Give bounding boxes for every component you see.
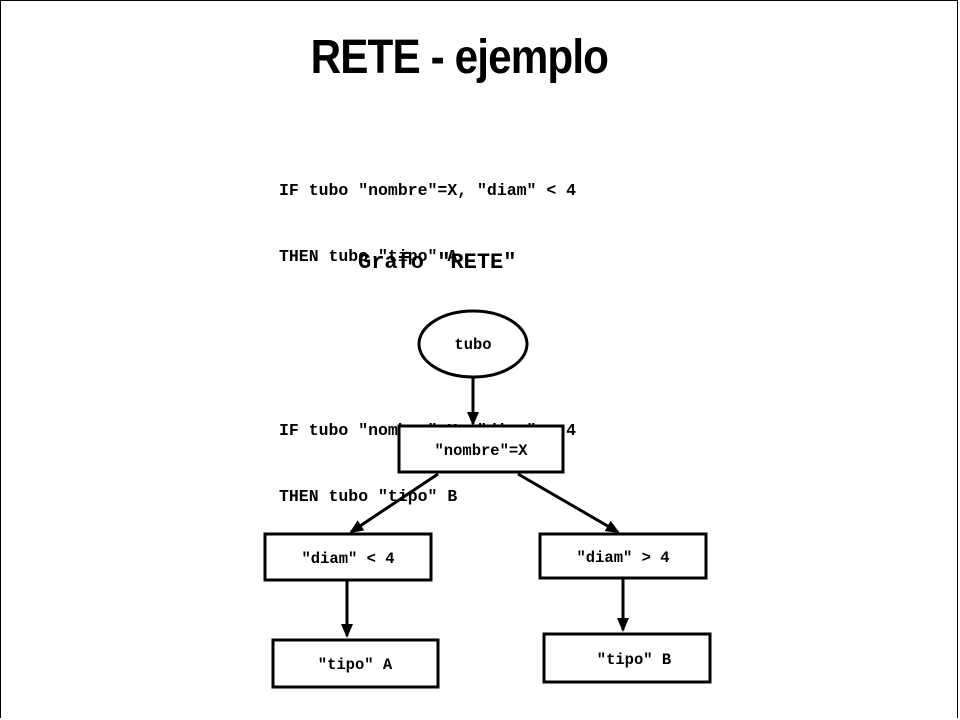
rule-1-then: THEN tubo "tipo" A bbox=[279, 247, 458, 266]
graph-title: Grafo "RETE" bbox=[358, 250, 517, 275]
edge-nombre-diam-lt bbox=[349, 472, 439, 534]
node-nombre-shape bbox=[397, 424, 565, 474]
rule-1-if: IF tubo "nombre"=X, "diam" < 4 bbox=[279, 181, 577, 200]
node-tubo-label: tubo bbox=[454, 336, 491, 354]
node-tipo-a: "tipo" A bbox=[271, 638, 440, 689]
node-tipo-a-shape bbox=[271, 638, 440, 689]
node-nombre-label: "nombre"=X bbox=[434, 442, 528, 460]
node-tipo-b-shape bbox=[542, 632, 712, 684]
node-diam-gt-label: "diam" > 4 bbox=[576, 549, 669, 567]
node-diam-gt-shape bbox=[538, 532, 708, 580]
node-tipo-b: "tipo" B bbox=[542, 632, 712, 684]
node-nombre: "nombre"=X bbox=[397, 424, 565, 474]
slide-title: RETE - ejemplo bbox=[310, 31, 609, 84]
rule-1: IF tubo "nombre"=X, "diam" < 4 THEN tubo… bbox=[279, 136, 576, 312]
node-diam-lt-label: "diam" < 4 bbox=[301, 550, 394, 568]
node-diam-lt: "diam" < 4 bbox=[263, 532, 433, 582]
rule-2-then: THEN tubo "tipo" B bbox=[279, 487, 458, 506]
node-diam-lt-shape bbox=[263, 532, 433, 582]
edge-nombre-diam-gt bbox=[517, 472, 620, 534]
node-tubo: tubo bbox=[417, 309, 529, 379]
node-tipo-a-label: "tipo" A bbox=[318, 656, 393, 674]
node-diam-gt: "diam" > 4 bbox=[538, 532, 708, 580]
node-tipo-b-label: "tipo" B bbox=[597, 651, 671, 669]
